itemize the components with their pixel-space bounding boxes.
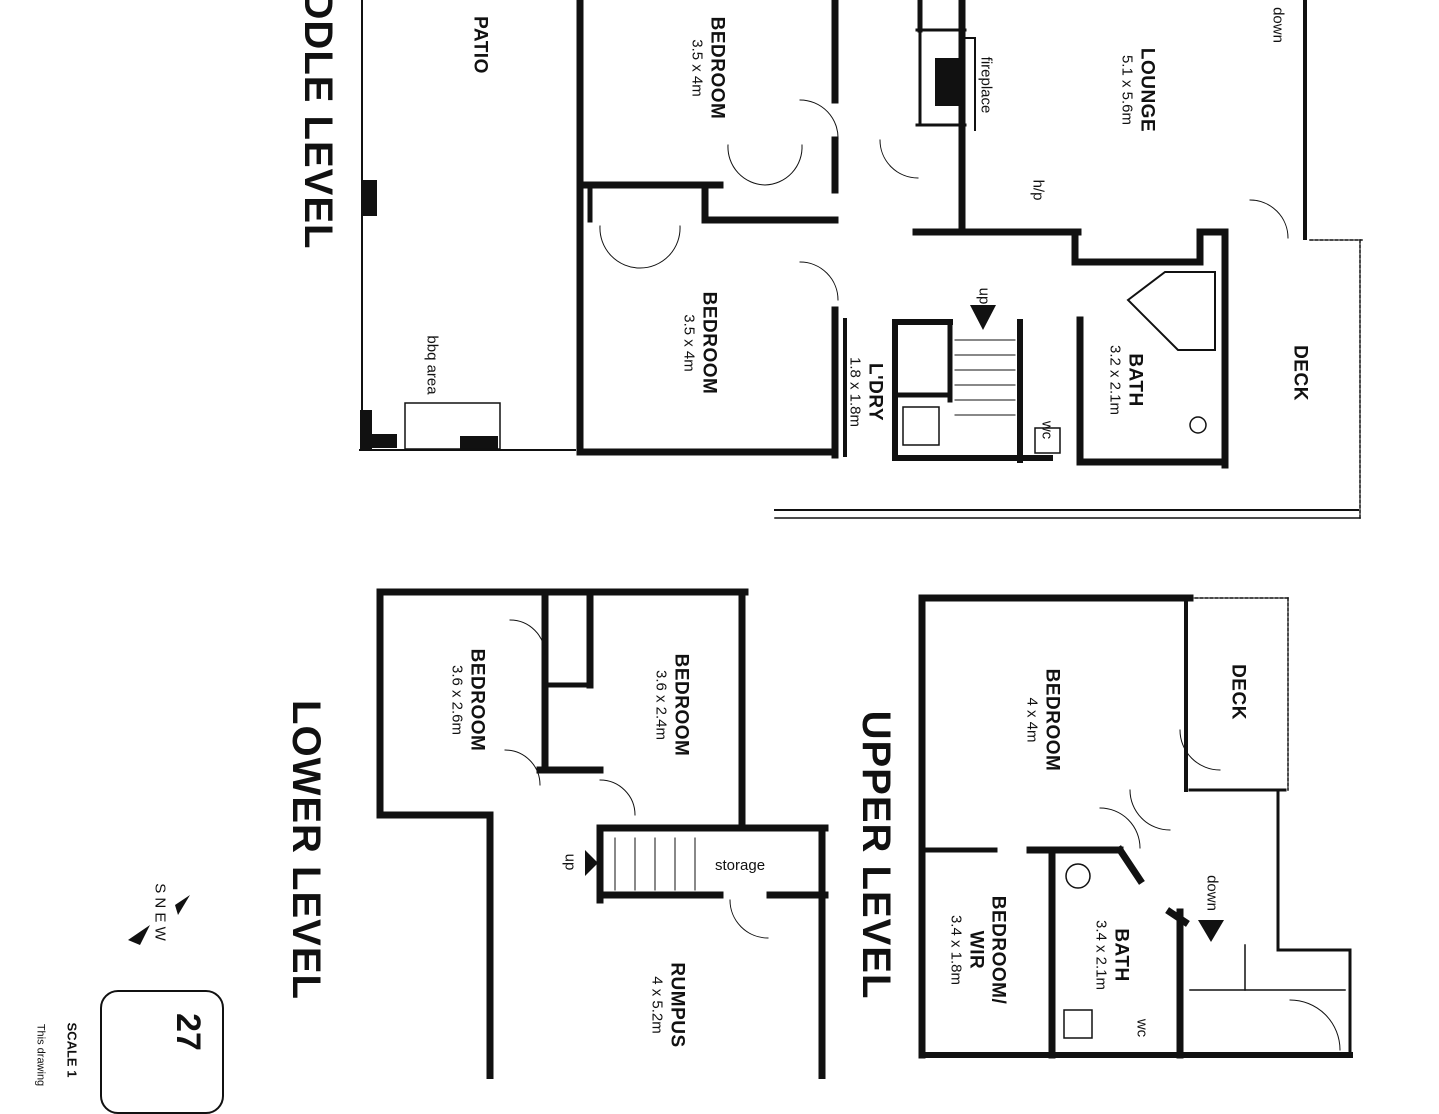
upper-level-title: UPPER LEVEL <box>854 710 898 1000</box>
room-name: BEDROOM/ WIR <box>965 895 1009 1005</box>
up-label-low: up <box>561 853 579 871</box>
bedroom-mid-2: BEDROOM 3.5 x 4m <box>680 291 720 395</box>
room-dim: 4 x 4m <box>1023 697 1041 743</box>
room-name: BEDROOM <box>706 16 728 120</box>
page-number-badge <box>100 990 224 1114</box>
room-dim: 3.5 x 4m <box>680 314 698 372</box>
room-dim: 3.2 x 2.1m <box>1106 344 1124 416</box>
room-name: BATH <box>1110 928 1132 982</box>
bedroom-low-2: BEDROOM 3.6 x 2.4m <box>652 653 692 757</box>
page-number: 27 <box>169 1013 207 1051</box>
rumpus: RUMPUS 4 x 5.2m <box>648 962 688 1048</box>
wc-label-mid: wc <box>1038 420 1056 440</box>
bath-up: BATH 3.4 x 2.1m <box>1092 919 1132 991</box>
deck-up-label: DECK <box>1227 664 1249 720</box>
room-name: L'DRY <box>864 362 886 422</box>
bedroom-up-1: BEDROOM 4 x 4m <box>1023 668 1063 772</box>
up-label-mid: up <box>975 287 993 305</box>
bath-mid: BATH 3.2 x 2.1m <box>1106 344 1146 416</box>
compass-icon <box>128 895 190 945</box>
lounge: LOUNGE 5.1 x 5.6m <box>1118 47 1158 133</box>
scale-text: SCALE 1 <box>64 1022 80 1078</box>
down-label-up: down <box>1203 875 1221 911</box>
room-dim: 3.5 x 4m <box>688 39 706 97</box>
room-dim: 5.1 x 5.6m <box>1118 54 1136 126</box>
footer-text: This drawing <box>34 1023 47 1087</box>
middle-level-title: DDLE LEVEL <box>296 0 340 250</box>
lower-level-walls <box>376 588 829 1079</box>
laundry: L'DRY 1.8 x 1.8m <box>846 356 886 428</box>
room-dim: 3.4 x 1.8m <box>947 914 965 986</box>
room-dim: 3.6 x 2.4m <box>652 669 670 741</box>
room-name: BATH <box>1124 353 1146 407</box>
room-dim: 4 x 5.2m <box>648 976 666 1034</box>
room-dim: 3.4 x 2.1m <box>1092 919 1110 991</box>
wc-label-up: wc <box>1133 1018 1151 1038</box>
hp-label: h/p <box>1029 179 1047 201</box>
floor-plan <box>128 0 1363 1079</box>
room-name: BEDROOM <box>1041 668 1063 772</box>
compass-letters: S N E W <box>151 883 169 941</box>
room-name: RUMPUS <box>666 962 688 1048</box>
middle-level-walls <box>359 0 1363 519</box>
down-label-mid: down <box>1269 7 1287 43</box>
room-name: BEDROOM <box>670 653 692 757</box>
storage-label: storage <box>715 857 766 874</box>
room-name: BEDROOM <box>698 291 720 395</box>
bbq-area-label: bbq area <box>423 335 441 395</box>
room-dim: 3.6 x 2.6m <box>448 664 466 736</box>
bedroom-mid-1: BEDROOM 3.5 x 4m <box>688 16 728 120</box>
lower-level-title: LOWER LEVEL <box>284 700 328 1000</box>
fireplace-label: fireplace <box>977 56 995 114</box>
deck-mid-label: DECK <box>1289 345 1311 401</box>
upper-level-walls <box>918 594 1353 1059</box>
room-name: BEDROOM <box>466 648 488 752</box>
room-name: LOUNGE <box>1136 47 1158 133</box>
patio-label: PATIO <box>469 16 491 74</box>
room-dim: 1.8 x 1.8m <box>846 356 864 428</box>
bedroom-low-1: BEDROOM 3.6 x 2.6m <box>448 648 488 752</box>
bedroom-wir: BEDROOM/ WIR 3.4 x 1.8m <box>948 896 1009 1005</box>
